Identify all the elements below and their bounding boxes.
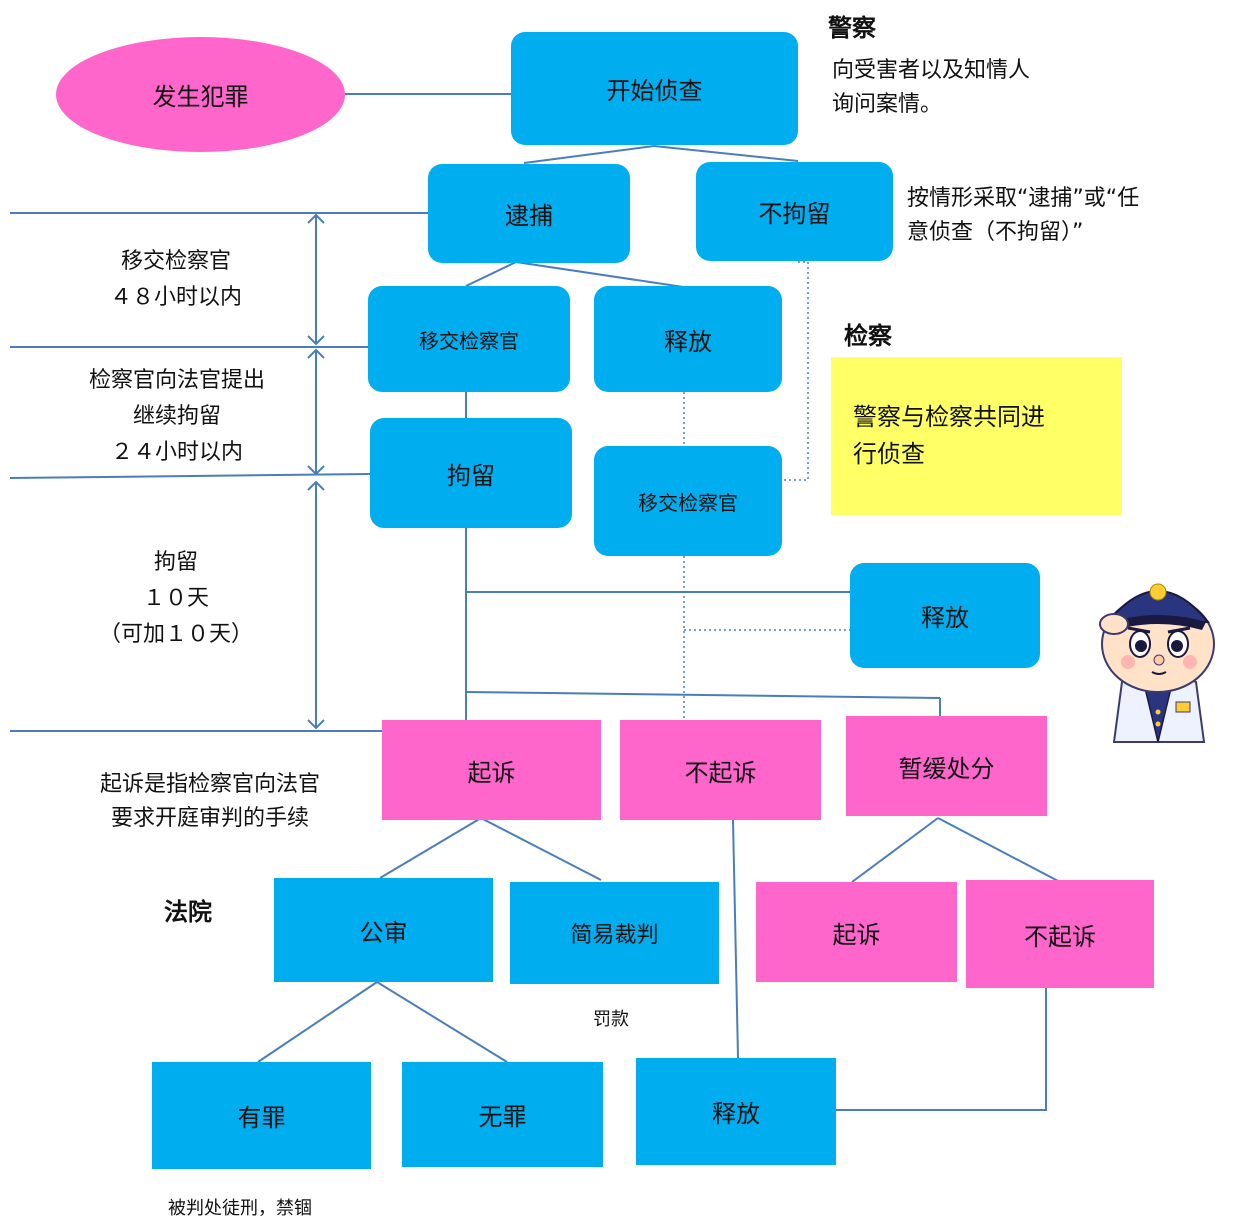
node-suspended: 暂缓处分 (846, 716, 1047, 816)
node-arrest: 逮捕 (428, 164, 630, 263)
node-investigation-start-label: 开始侦查 (606, 77, 703, 105)
node-release-2-label: 释放 (921, 604, 969, 632)
note-joint-investigation-label: 警察与检察共同进 行侦查 (853, 403, 1045, 468)
node-guilty-label: 有罪 (237, 1104, 286, 1132)
node-transfer-prosecutor-1: 移交检察官 (368, 286, 570, 392)
node-guilty: 有罪 (152, 1062, 371, 1169)
heading-court: 法院 (164, 898, 212, 926)
node-no-detention: 不拘留 (696, 162, 893, 261)
node-not-guilty: 无罪 (402, 1062, 603, 1167)
node-release-1: 释放 (594, 286, 782, 392)
node-not-guilty-label: 无罪 (478, 1103, 527, 1131)
node-public-trial-label: 公审 (359, 918, 408, 947)
node-investigation-start: 开始侦查 (511, 32, 798, 145)
heading-police: 警察 (828, 14, 876, 42)
node-no-indict-2: 不起诉 (966, 880, 1154, 988)
node-crime-label: 发生犯罪 (152, 83, 249, 111)
police-note: 向受害者以及知情人 询问案情。 (832, 58, 1031, 117)
node-indict-2: 起诉 (756, 882, 957, 982)
node-indict-2-label: 起诉 (832, 920, 881, 949)
node-public-trial: 公审 (274, 878, 493, 982)
node-crime: 发生犯罪 (56, 37, 345, 152)
node-release-1-label: 释放 (664, 327, 712, 356)
node-detention-label: 拘留 (447, 461, 495, 490)
node-transfer-prosecutor-2: 移交检察官 (594, 446, 782, 556)
period-48-hours: 移交检察官 ４８小时以内 (109, 249, 242, 310)
node-release-3: 释放 (636, 1058, 836, 1165)
node-summary-trial-label: 简易裁判 (570, 923, 659, 948)
heading-prosecution: 检察 (844, 322, 892, 350)
indict-definition: 起诉是指检察官向法官 要求开庭审判的手续 (99, 772, 320, 831)
node-transfer-prosecutor-2-label: 移交检察官 (638, 490, 738, 515)
node-no-indict: 不起诉 (620, 720, 821, 820)
node-release-2: 释放 (850, 563, 1040, 668)
fine-label: 罚款 (593, 1009, 629, 1030)
node-summary-trial: 简易裁判 (510, 882, 719, 984)
node-detention: 拘留 (370, 418, 572, 528)
node-suspended-label: 暂缓处分 (898, 754, 995, 783)
node-indict-label: 起诉 (467, 758, 516, 787)
police-mascot-icon (1099, 583, 1215, 743)
node-indict: 起诉 (382, 720, 601, 820)
node-arrest-label: 逮捕 (505, 202, 553, 230)
node-no-indict-2-label: 不起诉 (1024, 922, 1096, 951)
node-no-detention-label: 不拘留 (758, 200, 831, 228)
node-release-3-label: 释放 (712, 1100, 760, 1128)
period-24-hours: 检察官向法官提出 继续拘留 ２４小时以内 (88, 368, 265, 465)
guilty-sentence: 被判处徒刑，禁锢 (168, 1198, 312, 1219)
node-no-indict-label: 不起诉 (684, 758, 757, 787)
node-transfer-prosecutor-1-label: 移交检察官 (419, 328, 519, 353)
note-joint-investigation: 警察与检察共同进 行侦查 (831, 357, 1122, 515)
arrest-note: 按情形采取“逮捕”或“任 意侦查（不拘留）” (907, 186, 1140, 245)
period-10-days: 拘留 １０天 （可加１０天） (98, 550, 253, 647)
